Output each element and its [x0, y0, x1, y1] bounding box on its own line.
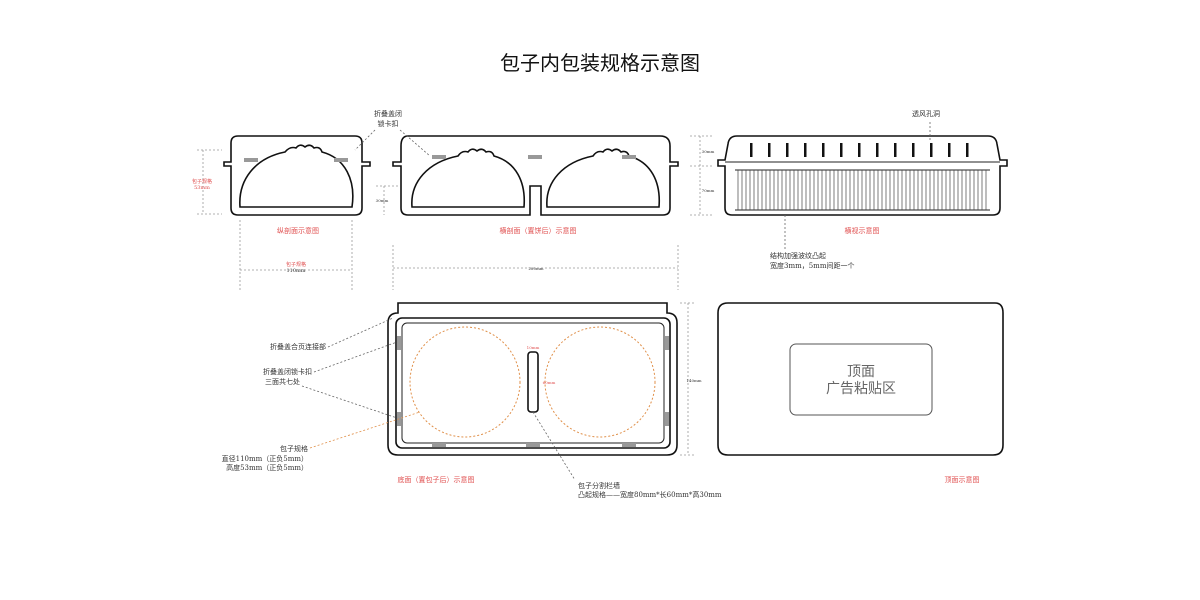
fold-lock-line2: 锁卡扣 [378, 119, 399, 128]
rib-label-2: 宽度3mm，5mm间距一个 [770, 261, 854, 270]
bottom-view: 10mm 60mm 140mm 底面（置包子后）示意图 [387, 302, 702, 484]
annotation-fold-lock: 折叠盖闭 锁卡扣 [354, 109, 431, 157]
vent-hole [786, 143, 789, 157]
vent-hole [750, 143, 753, 157]
side-lock-line1: 折叠盖闭锁卡扣 [263, 367, 312, 376]
top-view: 顶面 广告粘贴区 顶面示意图 [717, 302, 1004, 484]
caption-bottom-view: 底面（置包子后）示意图 [398, 475, 475, 484]
divider-w: 10mm [527, 345, 540, 350]
side-view: 透风孔洞 横视示意图 结构加强波纹凸起 宽度3mm，5mm间距一个 [717, 109, 1008, 270]
bun-shape [239, 144, 354, 208]
lock-tab [244, 158, 258, 162]
rib-pattern [737, 170, 987, 210]
lock-tab [622, 155, 636, 159]
vent-hole [912, 143, 915, 157]
divider-wall [527, 351, 539, 413]
side-height-value: 53mm [194, 185, 210, 191]
vent-holes [750, 143, 969, 157]
hinge-label: 折叠盖合页连接部 [270, 342, 326, 351]
vent-hole [894, 143, 897, 157]
cross-h1: 30mm [702, 149, 715, 154]
longitudinal-section: 包子规格 53mm 纵剖面示意图 包子规格 110mm [192, 135, 371, 290]
bun-spec-line2: 直径110mm（正负5mm） [222, 454, 308, 463]
side-height-label: 包子规格 [192, 178, 212, 185]
bun-circle-right [544, 326, 656, 438]
top-area-line2: 广告粘贴区 [826, 381, 896, 397]
cross-h3: 30mm [376, 198, 389, 203]
divider-line2: 凸起规格——宽度80mm*长60mm*高30mm [578, 490, 722, 499]
bun-shape-right [546, 148, 661, 208]
lock-tab [432, 155, 446, 159]
rib-label-1: 结构加强波纹凸起 [770, 251, 826, 260]
ad-sticker-area [789, 343, 933, 416]
vent-hole [804, 143, 807, 157]
annotation-hinge: 折叠盖合页连接部 [270, 317, 394, 351]
bottom-height: 140mm [686, 378, 701, 383]
vent-hole [840, 143, 843, 157]
vent-hole [966, 143, 969, 157]
bun-circle-left [409, 326, 521, 438]
vent-hole [822, 143, 825, 157]
caption-side-view: 横视示意图 [845, 226, 880, 235]
vent-hole [768, 143, 771, 157]
vent-hole [930, 143, 933, 157]
divider-line1: 包子分割栏墙 [578, 481, 620, 490]
fold-lock-line1: 折叠盖闭 [374, 109, 402, 118]
vent-hole [876, 143, 879, 157]
side-lock-line2: 三面共七处 [265, 377, 300, 386]
caption-cross-section: 横剖面（置饼后）示意图 [500, 226, 577, 235]
caption-side-section: 纵剖面示意图 [277, 226, 319, 235]
bun-spec-line1: 包子规格 [280, 444, 308, 453]
vent-hole [858, 143, 861, 157]
annotation-side-locks: 折叠盖闭锁卡扣 三面共七处 [263, 341, 398, 419]
vent-label: 透风孔洞 [912, 109, 940, 118]
top-area-line1: 顶面 [847, 364, 875, 380]
cross-section: 30mm 70mm 30mm 横剖面（置饼后）示意图 280mm [376, 135, 715, 290]
lock-tab [334, 158, 348, 162]
side-width-value: 110mm [286, 268, 305, 274]
cross-width: 280mm [528, 266, 543, 271]
caption-top-view: 顶面示意图 [945, 475, 980, 484]
annotation-divider: 包子分割栏墙 凸起规格——宽度80mm*长60mm*高30mm [532, 411, 722, 499]
cross-h2: 70mm [702, 188, 715, 193]
bun-spec-line3: 高度53mm（正负5mm） [226, 463, 308, 472]
side-width-label: 包子规格 [286, 261, 306, 268]
diagram-title: 包子内包装规格示意图 [500, 51, 700, 75]
vent-hole [948, 143, 951, 157]
bun-shape-left [411, 148, 526, 208]
lock-tab [528, 155, 542, 159]
divider-l: 60mm [543, 380, 556, 385]
annotation-bun-spec: 包子规格 直径110mm（正负5mm） 高度53mm（正负5mm） [222, 411, 421, 472]
